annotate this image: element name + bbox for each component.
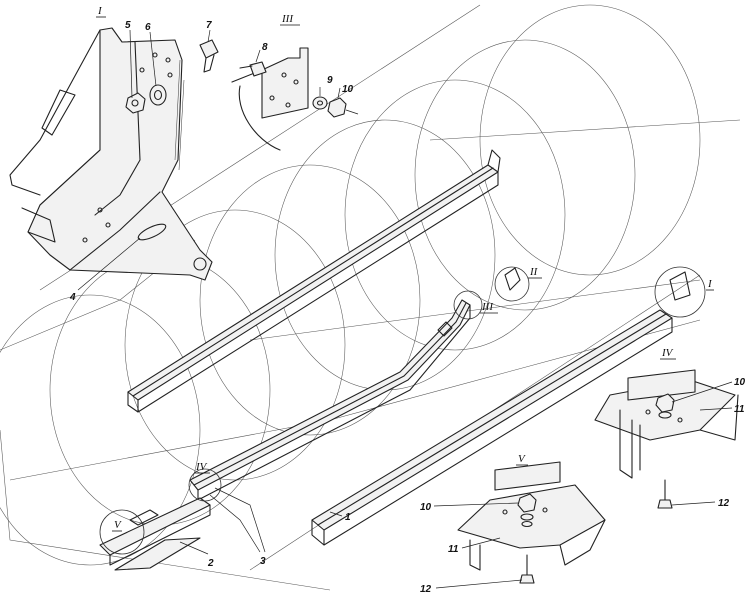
detail-iii-view-label: III — [281, 13, 294, 25]
callout-2: 2 — [207, 558, 214, 569]
detail-labels: I III IV V III II I IV V — [96, 5, 714, 532]
callout-3: 3 — [260, 556, 266, 567]
callout-10-iii: 10 — [342, 84, 354, 95]
detail-i-view-label: I — [97, 5, 103, 17]
callout-11-v: 11 — [448, 544, 459, 555]
nut-10-icon — [327, 97, 347, 118]
callout-8: 8 — [262, 42, 268, 53]
callout-12-v: 12 — [420, 584, 432, 595]
detail-i-circle — [654, 266, 706, 318]
detail-v-bracket — [457, 461, 606, 584]
detail-iv-bracket — [594, 369, 739, 509]
callout-12-iv: 12 — [718, 498, 730, 509]
detail-i-hardware — [125, 39, 219, 114]
detail-iv-mark: IV — [195, 461, 208, 473]
detail-iii-mark: III — [481, 301, 494, 313]
washer-6-icon — [149, 84, 167, 106]
detail-iii-circle — [453, 290, 483, 320]
bolt-12-v-icon — [519, 574, 535, 584]
callout-10-v: 10 — [420, 502, 432, 513]
callout-6: 6 — [145, 22, 151, 33]
nut-10-iv-icon — [655, 393, 675, 413]
callout-1: 1 — [345, 512, 351, 523]
leader-lines — [77, 29, 733, 589]
callout-5: 5 — [125, 20, 131, 31]
bolt-7-icon — [199, 39, 219, 59]
detail-circles — [99, 266, 706, 555]
detail-v-view-label: V — [518, 453, 526, 465]
detail-iii-plate — [231, 47, 359, 151]
callout-4: 4 — [69, 292, 76, 303]
detail-ii-circle — [494, 266, 530, 302]
detail-iv-circle — [188, 468, 222, 502]
detail-v-circle — [99, 509, 145, 555]
front-bracket — [99, 497, 211, 571]
detail-i-mark: I — [707, 278, 713, 290]
detail-iv-view-label: IV — [661, 347, 674, 359]
detail-i-bracket — [9, 27, 213, 281]
detail-v-mark: V — [114, 519, 122, 531]
nut-5-icon — [125, 92, 146, 114]
callout-9: 9 — [327, 75, 333, 86]
sill-member — [311, 309, 673, 546]
side-rail — [189, 299, 471, 501]
callout-10-iv: 10 — [734, 377, 746, 388]
callout-labels: 5 6 7 8 9 10 4 1 2 3 10 11 12 10 11 12 — [69, 20, 746, 595]
washer-9-icon — [312, 96, 328, 110]
bolt-8-icon — [249, 61, 267, 77]
upper-rail — [127, 149, 501, 413]
bolt-12-iv-icon — [657, 499, 673, 509]
callout-11-iv: 11 — [734, 404, 745, 415]
detail-ii-mark: II — [529, 266, 539, 278]
callout-7: 7 — [206, 20, 212, 31]
nut-10-v-icon — [517, 493, 537, 513]
